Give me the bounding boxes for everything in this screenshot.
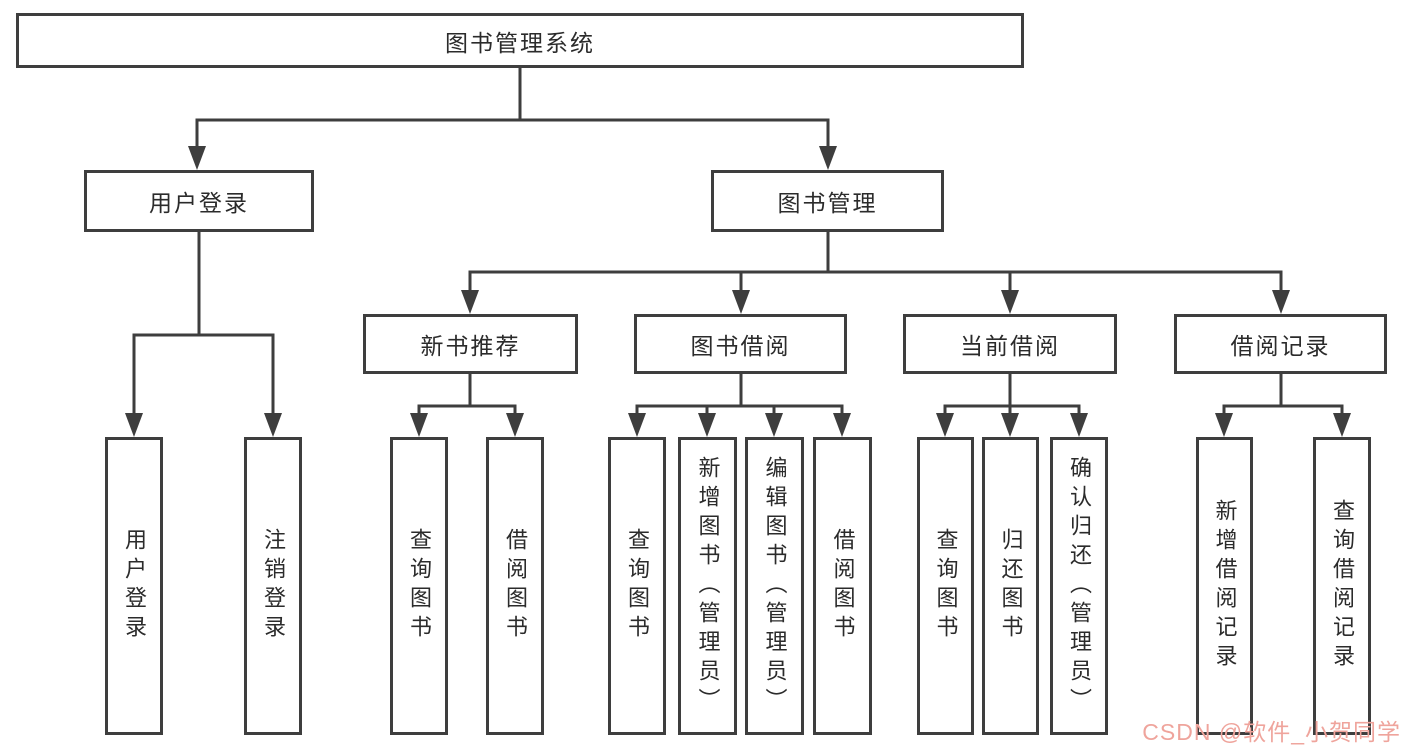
node-new-book-recommend: 新书推荐 (363, 314, 578, 374)
node-label: 查询图书 (933, 528, 959, 644)
csdn-watermark: CSDN @软件_小贺同学 (1142, 719, 1401, 745)
node-label: 新增图书（管理员） (695, 455, 721, 717)
node-label: 新增借阅记录 (1212, 499, 1238, 673)
node-label: 查询图书 (407, 528, 432, 644)
node-borrow-records: 借阅记录 (1174, 314, 1387, 374)
node-label: 图书管理系统 (445, 29, 595, 56)
node-book-borrowing: 图书借阅 (634, 314, 847, 374)
leaf-borrow-books: 借阅图书 (813, 437, 872, 735)
leaf-logout: 注销登录 (244, 437, 302, 735)
node-label: 归还图书 (998, 528, 1024, 644)
node-label: 用户登录 (149, 190, 249, 216)
leaf-query-books-borrowing: 查询图书 (608, 437, 666, 735)
node-label: 图书管理 (777, 190, 878, 216)
leaf-query-books-current: 查询图书 (917, 437, 974, 735)
node-current-borrowing: 当前借阅 (903, 314, 1117, 374)
leaf-query-books-recommend: 查询图书 (390, 437, 448, 735)
node-label: 图书借阅 (690, 333, 791, 359)
node-user-login: 用户登录 (84, 170, 314, 232)
node-label: 确认归还（管理员） (1067, 455, 1092, 717)
leaf-borrow-books-recommend: 借阅图书 (486, 437, 544, 735)
node-label: 查询借阅记录 (1330, 499, 1355, 673)
leaf-return-book: 归还图书 (982, 437, 1039, 735)
node-label: 用户登录 (122, 528, 147, 644)
node-label: 借阅记录 (1230, 333, 1331, 359)
leaf-confirm-return-admin: 确认归还（管理员） (1050, 437, 1108, 735)
node-label: 查询图书 (625, 528, 650, 644)
leaf-edit-book-admin: 编辑图书（管理员） (745, 437, 804, 735)
node-label: 当前借阅 (960, 333, 1060, 359)
node-label: 借阅图书 (830, 528, 856, 644)
node-label: 借阅图书 (503, 528, 528, 644)
leaf-query-borrow-record: 查询借阅记录 (1313, 437, 1371, 735)
node-label: 注销登录 (261, 528, 286, 644)
leaf-user-login: 用户登录 (105, 437, 163, 735)
node-library-system: 图书管理系统 (16, 13, 1024, 68)
node-label: 编辑图书（管理员） (762, 455, 788, 717)
leaf-add-book-admin: 新增图书（管理员） (678, 437, 737, 735)
leaf-add-borrow-record: 新增借阅记录 (1196, 437, 1253, 735)
node-label: 新书推荐 (420, 333, 521, 359)
node-book-management: 图书管理 (711, 170, 944, 232)
